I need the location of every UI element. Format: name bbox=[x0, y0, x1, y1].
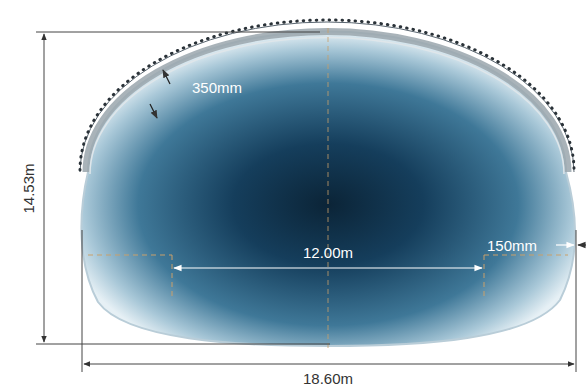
dimension-arrow bbox=[556, 244, 574, 245]
umbrella-arch bbox=[80, 22, 574, 172]
lining-band bbox=[86, 31, 568, 172]
dimension-arrow bbox=[150, 104, 157, 118]
dimension-arrow bbox=[163, 70, 170, 84]
dimension-arrow bbox=[578, 244, 586, 245]
base-line bbox=[484, 255, 568, 256]
extension-line bbox=[36, 344, 330, 345]
height-dimension: 14.53m bbox=[20, 160, 37, 216]
dimension-line bbox=[44, 34, 45, 342]
extension-line bbox=[36, 32, 320, 33]
umbrella-bolts bbox=[80, 20, 574, 170]
lining-thickness: 350mm bbox=[192, 80, 242, 95]
base-line bbox=[172, 255, 173, 300]
dimension-line bbox=[84, 364, 574, 365]
extension-line bbox=[576, 230, 577, 372]
gap-thickness: 150mm bbox=[487, 238, 537, 253]
dimension-line bbox=[174, 267, 482, 268]
inner-width: 12.00m bbox=[303, 245, 353, 260]
centre-line bbox=[328, 28, 329, 350]
extension-line bbox=[82, 230, 83, 372]
span-dimension: 18.60m bbox=[300, 370, 356, 387]
base-line bbox=[88, 255, 172, 256]
base-line bbox=[484, 255, 485, 300]
